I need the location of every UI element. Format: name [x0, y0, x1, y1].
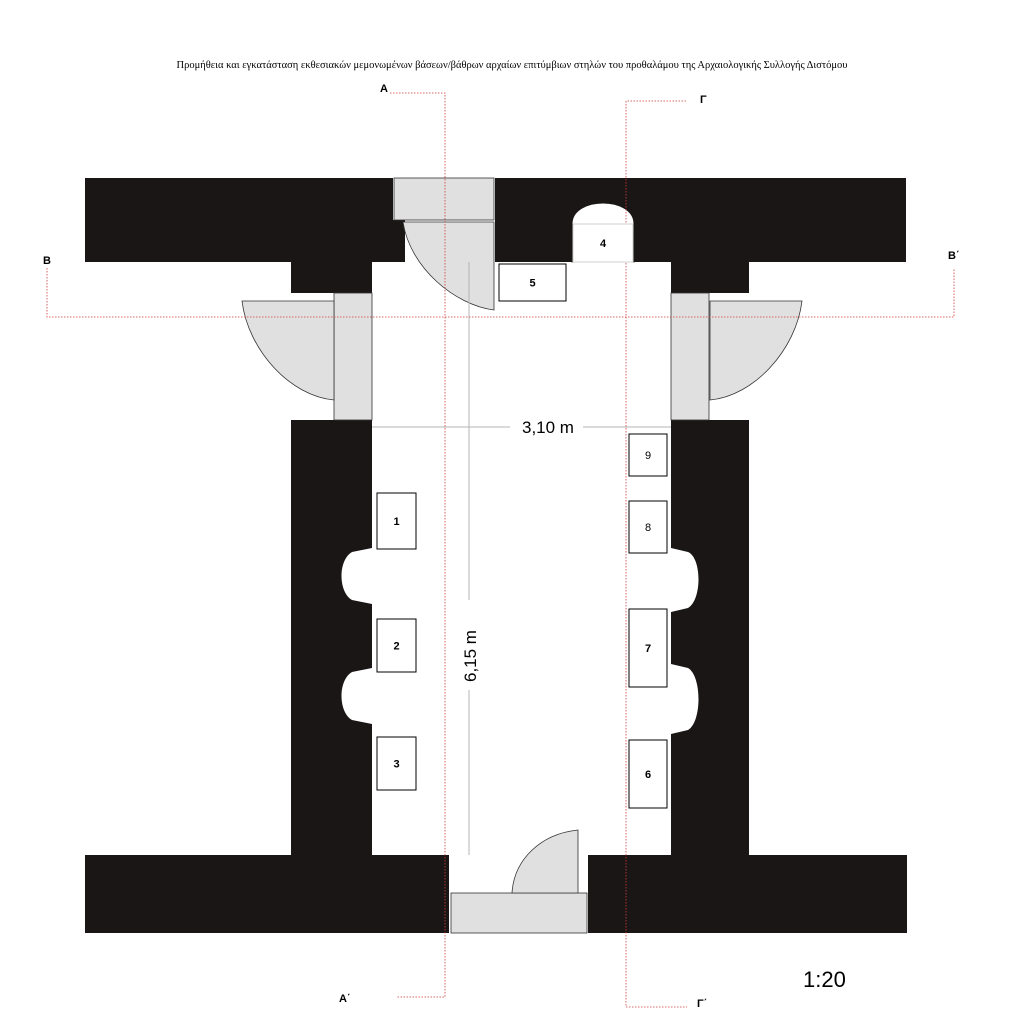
exhibit-base-7 [628, 608, 668, 688]
exhibit-base-6 [628, 739, 668, 809]
length-dimension-label: 6,15 m [461, 630, 480, 682]
right-door-jamb [670, 292, 710, 421]
exhibit-base-label-3: 3 [393, 759, 399, 771]
exhibit-base-1 [376, 492, 417, 550]
exhibit-base-label-1: 1 [393, 516, 399, 528]
bottom-door-swing [511, 829, 579, 894]
exhibit-base-2 [376, 618, 417, 673]
walls [85, 178, 907, 933]
exhibit-base-label-4: 4 [600, 238, 607, 250]
section-label-a-top: A [380, 83, 388, 95]
exhibit-base-8 [628, 500, 668, 554]
right-door-swing [709, 300, 803, 401]
right-wall [588, 420, 907, 933]
exhibit-base-3 [376, 736, 417, 791]
exhibit-base-label-9: 9 [645, 450, 651, 462]
section-label-b-right: B΄ [948, 250, 960, 262]
left-door-swing [241, 300, 335, 401]
exhibit-base-label-7: 7 [645, 643, 651, 655]
exhibit-base-label-8: 8 [645, 522, 651, 534]
top-door-threshold [393, 177, 495, 221]
exhibit-base-label-5: 5 [529, 278, 535, 290]
section-label-g-top: Γ [700, 94, 707, 106]
exhibit-bases: 1 2 3 4 5 6 7 8 9 [376, 223, 668, 809]
top-door-swing [402, 221, 495, 311]
exhibit-base-4 [572, 223, 634, 263]
top-wall [85, 178, 405, 293]
section-line-g [625, 100, 687, 1008]
section-line-b [46, 268, 955, 318]
exhibit-base-5 [498, 263, 567, 302]
exhibit-base-9 [628, 433, 668, 477]
width-dimension-label: 3,10 m [522, 418, 574, 437]
left-door-jamb [333, 292, 373, 421]
dimension-lines [372, 262, 671, 855]
section-lines [46, 92, 955, 1008]
section-label-a-bottom: A΄ [339, 993, 351, 1005]
plan-title: Προμήθεια και εγκατάσταση εκθεσιακών μεμ… [176, 60, 848, 71]
doors [241, 177, 803, 934]
left-wall [85, 420, 449, 933]
section-line-a [390, 92, 446, 998]
exhibit-base-label-2: 2 [393, 641, 399, 653]
bottom-door-threshold [450, 892, 588, 934]
exhibit-base-label-6: 6 [645, 769, 651, 781]
scale-label: 1:20 [803, 967, 846, 992]
section-label-b-left: B [43, 255, 51, 267]
section-label-g-bottom: Γ΄ [697, 998, 707, 1010]
